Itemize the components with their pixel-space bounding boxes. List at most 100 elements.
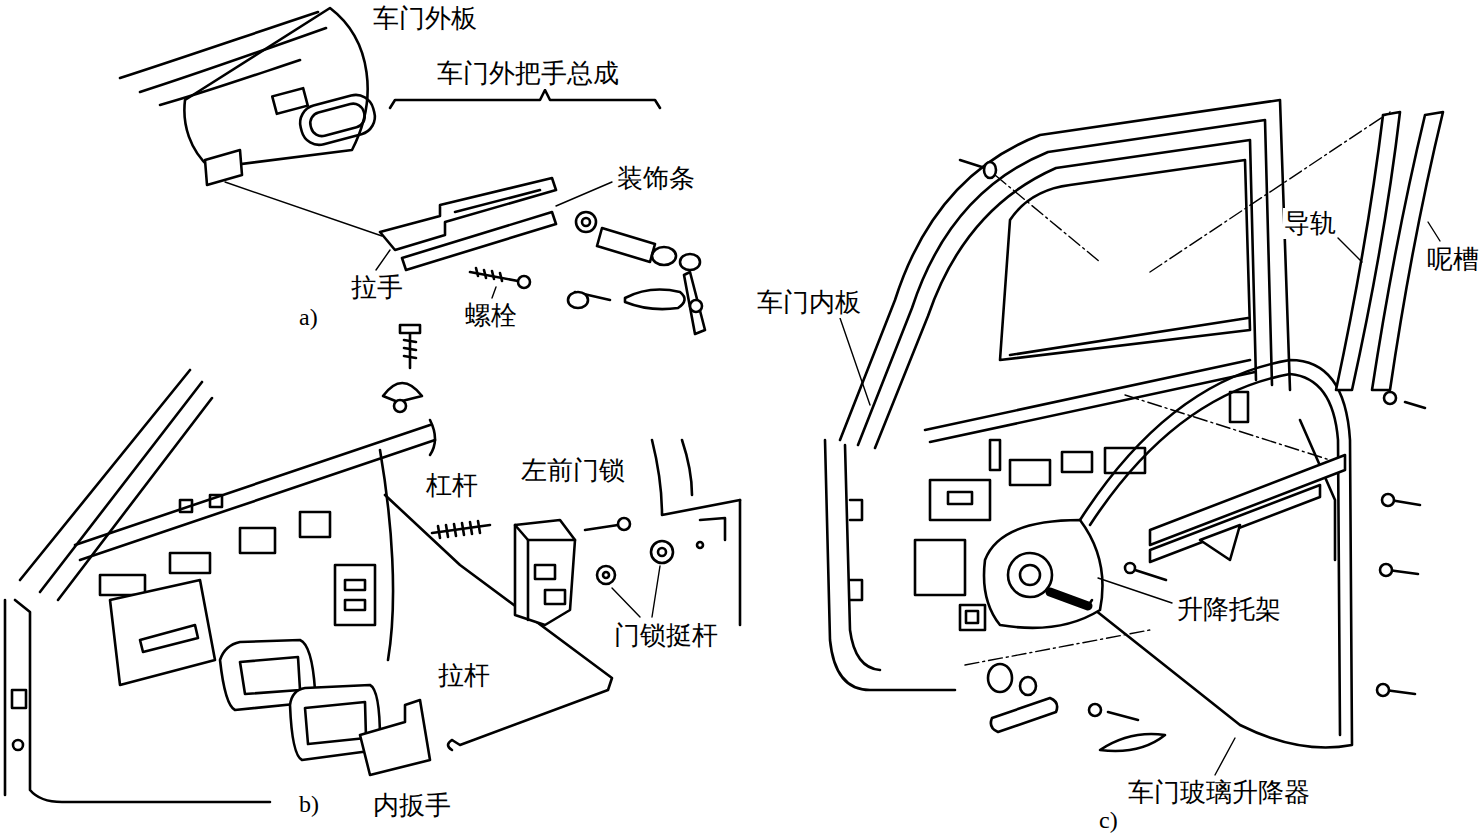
outer-panel [120,12,318,78]
inner-door-right [930,480,990,520]
inner-door-left [20,370,190,580]
inner-door-left [5,370,435,802]
crank-parts [1100,734,1165,751]
outer-panel [225,182,382,236]
window-frame [875,140,1256,448]
inner-door-right [845,445,880,670]
inner-door-left [4,600,7,795]
inner-door-left [40,382,202,592]
regulator [1200,525,1240,560]
outer-panel [120,8,382,236]
outer-panel [296,91,379,149]
inner-door-left [240,528,275,553]
crank-parts [1020,677,1036,695]
outer-handle [376,178,612,270]
inner-door-left [345,600,365,610]
guide-rails [1150,112,1443,390]
window-frame [1000,160,1250,360]
inner-door-left [300,512,330,537]
lock-cylinder [576,212,596,232]
door-edge [612,440,740,625]
inner-door-left [58,398,212,600]
door-lock [535,565,555,579]
bolt [518,276,530,288]
lever-spring [432,521,490,538]
door-edge [652,440,740,515]
inner-door-right [1230,392,1248,422]
window-frame [840,100,1290,440]
screws [984,162,996,178]
door-edge [652,566,660,617]
door-lock [515,525,575,540]
bolt [492,287,496,298]
outer-handle [402,212,556,270]
screws [960,160,1425,696]
screws [1405,402,1425,408]
crank-parts [991,698,1057,732]
part-label: 内扳手 [372,790,452,821]
inner-door-left [380,450,393,660]
part-label: 车门玻璃升降器 [1127,777,1311,808]
door-edge [697,542,703,548]
inner-door-left [140,625,198,652]
guide-rails [1338,238,1362,262]
part-label: 杠杆 [425,470,479,501]
part-label: 导轨 [1283,208,1337,239]
inner-door-right [966,611,978,623]
part-label: 门锁挺杆 [613,620,719,651]
regulator [1080,360,1352,748]
inner-door-left [345,580,365,590]
outer-panel [272,88,308,114]
outer-panel [308,101,367,138]
regulator [1050,592,1088,606]
screws [1125,395,1330,460]
regulator [1008,553,1052,597]
crank-parts [965,630,1150,665]
screws [1377,684,1389,696]
guide-rails [1150,112,1390,272]
lock-cylinder [652,247,676,265]
inner-door-left [13,740,23,750]
crank-parts [965,630,1165,751]
inner-door-right [990,440,1000,470]
screws [1125,563,1135,573]
crank-parts [1108,712,1138,720]
outer-handle [556,182,612,206]
door-edge [658,548,666,556]
bolt [568,292,588,308]
crank-parts [988,664,1012,692]
bracket [390,90,660,108]
panel-letter: c) [1098,806,1119,835]
inner-door-right [1062,452,1092,472]
door-lock [515,518,630,625]
inner-door-right [825,440,955,690]
part-label: 螺栓 [464,300,518,331]
part-label: 拉手 [350,272,404,303]
window-frame [858,120,1272,445]
part-label: 拉杆 [437,660,491,691]
screws [1135,570,1166,580]
inner-door-left [180,500,192,512]
screws [1380,564,1392,576]
top-bolt [430,420,435,455]
door-edge [612,588,640,617]
inner-door-right [850,580,862,600]
regulator [1020,565,1040,585]
lock-cylinder [690,300,702,312]
outer-handle [455,190,540,212]
rod [385,495,612,750]
regulator [1098,578,1172,603]
inner-door-left [110,580,215,685]
part-label: 呢槽 [1426,244,1480,275]
screws [995,175,1100,262]
window-frame [1010,318,1248,355]
part-label: 车门外板 [372,3,478,34]
regulator [1150,485,1320,562]
inner-door-left [360,700,430,775]
outer-handle [376,250,390,270]
screws [960,160,985,168]
inner-door-left [240,657,300,694]
inner-door-left [170,553,210,573]
